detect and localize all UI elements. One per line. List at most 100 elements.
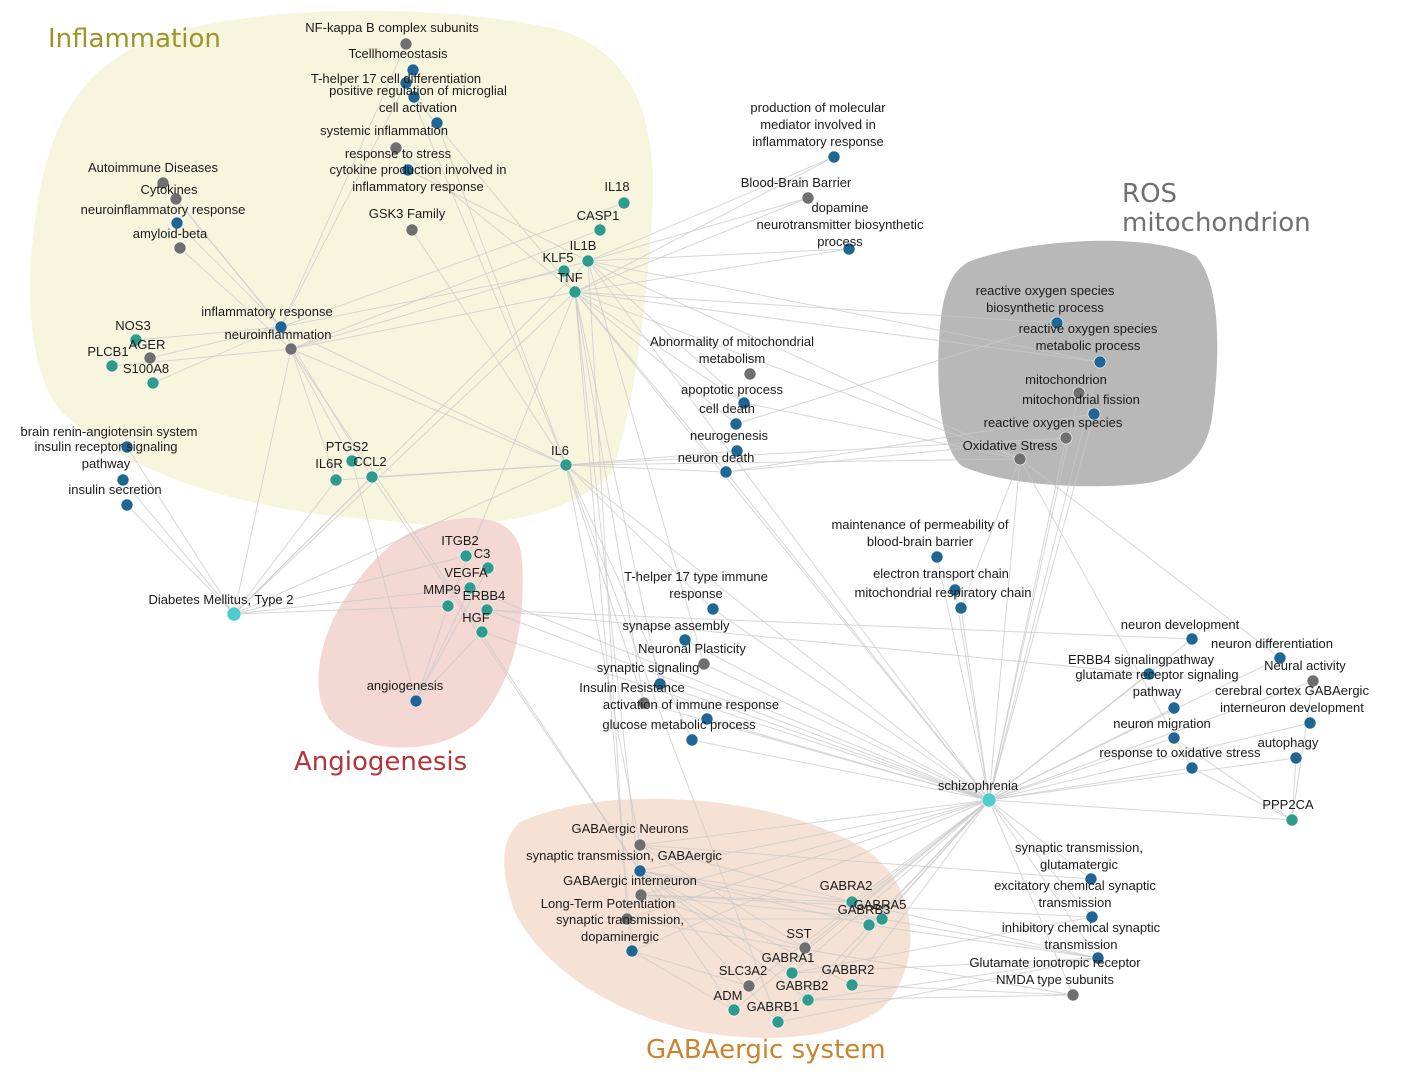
node-glucose[interactable] — [685, 733, 699, 747]
node-erbb4sig[interactable] — [1142, 667, 1156, 681]
node-neurodiff[interactable] — [1273, 651, 1287, 665]
node-gabaneur[interactable] — [633, 838, 647, 852]
node-plcb1[interactable] — [105, 359, 119, 373]
node-slc3a2[interactable] — [742, 979, 756, 993]
node-insulinsec[interactable] — [120, 498, 134, 512]
node-gabra2[interactable] — [845, 895, 859, 909]
node-erbb4[interactable] — [480, 603, 494, 617]
node-neurogen[interactable] — [730, 444, 744, 458]
node-autophagy[interactable] — [1289, 751, 1303, 765]
node-schizo[interactable] — [981, 792, 997, 808]
node-prodmol[interactable] — [827, 150, 841, 164]
node-gabrb2[interactable] — [801, 993, 815, 1007]
node-th17resp[interactable] — [706, 602, 720, 616]
node-rosbio[interactable] — [1050, 316, 1064, 330]
node-autoimm[interactable] — [156, 176, 170, 190]
node-mitofis[interactable] — [1087, 407, 1101, 421]
node-sysinfl[interactable] — [430, 116, 444, 130]
node-celldeath[interactable] — [729, 417, 743, 431]
node-ptgs2[interactable] — [345, 454, 359, 468]
node-nfkb[interactable] — [399, 37, 413, 51]
node-neuroinfl[interactable] — [284, 342, 298, 356]
node-microglial[interactable] — [407, 90, 421, 104]
node-tcell[interactable] — [406, 63, 420, 77]
node-angiogen[interactable] — [409, 694, 423, 708]
node-inhib[interactable] — [1091, 951, 1105, 965]
node-label-ager: AGER — [129, 337, 166, 352]
node-brainrenin[interactable] — [120, 440, 134, 454]
node-il6[interactable] — [559, 458, 573, 472]
node-label-line: neuroinflammatory response — [81, 202, 246, 217]
node-s100a8[interactable] — [146, 376, 160, 390]
node-neurodev[interactable] — [1185, 632, 1199, 646]
node-cytokines[interactable] — [169, 192, 183, 206]
node-glutionic[interactable] — [1066, 988, 1080, 1002]
node-gabbr2[interactable] — [845, 978, 859, 992]
node-gabra5[interactable] — [875, 912, 889, 926]
node-gabra1[interactable] — [785, 966, 799, 980]
node-neuralact[interactable] — [1306, 674, 1320, 688]
node-bbb[interactable] — [801, 191, 815, 205]
node-mito[interactable] — [1072, 386, 1086, 400]
node-gabrb1[interactable] — [771, 1015, 785, 1029]
node-synassem[interactable] — [678, 633, 692, 647]
node-stress[interactable] — [389, 141, 403, 155]
node-rosmet[interactable] — [1093, 355, 1107, 369]
node-il18[interactable] — [617, 196, 631, 210]
node-actimm[interactable] — [700, 712, 714, 726]
node-dopamine[interactable] — [842, 242, 856, 256]
node-adm[interactable] — [727, 1003, 741, 1017]
node-gsk3[interactable] — [405, 223, 419, 237]
node-inflresp[interactable] — [274, 320, 288, 334]
node-insres[interactable] — [637, 696, 651, 710]
node-oxresp[interactable] — [1185, 761, 1199, 775]
node-etc[interactable] — [948, 583, 962, 597]
node-syngaba[interactable] — [633, 864, 647, 878]
node-oxstress[interactable] — [1013, 452, 1027, 466]
node-neuroplast[interactable] — [697, 657, 711, 671]
node-insulinrec[interactable] — [116, 473, 130, 487]
node-excit[interactable] — [1085, 910, 1099, 924]
node-syndopa[interactable] — [625, 944, 639, 958]
node-cytoprod[interactable] — [401, 163, 415, 177]
node-mmp9[interactable] — [441, 599, 455, 613]
node-hgf[interactable] — [475, 625, 489, 639]
node-klf5[interactable] — [557, 264, 571, 278]
cluster-gaba — [504, 798, 911, 1038]
node-ppp2ca[interactable] — [1285, 813, 1299, 827]
node-glutrec[interactable] — [1167, 701, 1181, 715]
node-apop[interactable] — [737, 396, 751, 410]
node-il6r[interactable] — [329, 473, 343, 487]
node-mrc[interactable] — [954, 601, 968, 615]
node-th17diff[interactable] — [399, 76, 413, 90]
node-neuromig[interactable] — [1167, 731, 1181, 745]
node-sst[interactable] — [798, 941, 812, 955]
node-diabetes[interactable] — [226, 606, 242, 622]
edge-gabrb2-glutionic — [807, 994, 1074, 1001]
node-gabainter[interactable] — [634, 888, 648, 902]
node-ltp[interactable] — [620, 912, 634, 926]
node-ccl2[interactable] — [365, 470, 379, 484]
edge-tcell-inflresp — [280, 69, 414, 328]
node-synsig[interactable] — [653, 677, 667, 691]
node-maintperm[interactable] — [930, 550, 944, 564]
node-label-line: production of molecular — [750, 100, 886, 115]
node-neurondeath[interactable] — [719, 465, 733, 479]
node-itgb2[interactable] — [459, 549, 473, 563]
node-nos3[interactable] — [129, 333, 143, 347]
node-synglut[interactable] — [1084, 872, 1098, 886]
node-ager[interactable] — [143, 351, 157, 365]
node-c3[interactable] — [481, 561, 495, 575]
node-abnmito[interactable] — [743, 367, 757, 381]
node-neuroinflresp[interactable] — [170, 216, 184, 230]
node-layer — [105, 37, 1320, 1029]
node-casp1[interactable] — [593, 223, 607, 237]
node-cortex[interactable] — [1303, 716, 1317, 730]
node-ros[interactable] — [1059, 431, 1073, 445]
edge-syndopa-tnf — [574, 291, 633, 952]
node-vegfa[interactable] — [463, 581, 477, 595]
node-tnf[interactable] — [568, 285, 582, 299]
node-amyloid[interactable] — [173, 241, 187, 255]
node-gabrb3[interactable] — [862, 918, 876, 932]
node-il1b[interactable] — [581, 254, 595, 268]
